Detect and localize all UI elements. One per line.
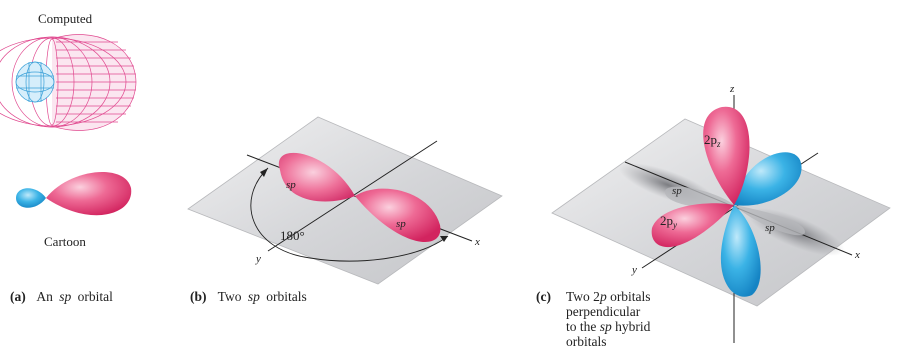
panel-c-sp-lobe-right xyxy=(734,205,805,236)
panel-c-blue-lobe-bottom xyxy=(720,205,761,297)
caption-a-pre: An xyxy=(36,289,53,304)
caption-c: (c) Two 2p orbitals perpendicular to the… xyxy=(536,289,651,349)
panel-c-2pz-sub: z xyxy=(716,139,721,149)
computed-wireframe xyxy=(0,34,137,131)
panel-b-sp-label-2: sp xyxy=(396,218,406,230)
caption-b-italic: sp xyxy=(248,289,260,304)
caption-c-line3: to the sp hybrid xyxy=(566,319,651,334)
panel-c-sp-label-2: sp xyxy=(765,222,775,234)
panel-c-2py-lobe xyxy=(651,203,734,248)
caption-a-letter: (a) xyxy=(10,289,26,304)
panel-b-y-label: y xyxy=(255,253,261,265)
caption-c-line1-post: orbitals xyxy=(607,289,651,304)
caption-c-letter: (c) xyxy=(536,289,551,304)
panel-c-sp-label-1: sp xyxy=(672,185,682,197)
caption-b: (b) Two sp orbitals xyxy=(190,289,307,304)
caption-a-post: orbital xyxy=(78,289,113,304)
panel-b-angle-label: 180° xyxy=(280,228,305,243)
computed-label: Computed xyxy=(38,11,93,26)
caption-c-line4: orbitals xyxy=(566,334,607,349)
caption-c-line1: Two 2p orbitals xyxy=(566,289,651,304)
caption-c-line1-pre: Two 2 xyxy=(566,289,600,304)
panel-b-arc-arrow-end xyxy=(440,236,448,242)
panel-b-angle-arc xyxy=(250,167,449,262)
caption-c-line3-post: hybrid xyxy=(612,319,651,334)
caption-a-italic: sp xyxy=(59,289,71,304)
panel-c-2pz-lobe xyxy=(703,106,750,205)
cartoon-big-lobe xyxy=(46,171,132,216)
panel-c-y-label: y xyxy=(631,264,637,276)
panel-c-2pz-label: 2pz xyxy=(704,132,721,149)
caption-c-line3-italic: sp xyxy=(600,319,612,334)
panel-c-z-label: z xyxy=(729,83,735,95)
panel-c-blue-lobe-right xyxy=(734,152,802,206)
caption-c-line2: perpendicular xyxy=(566,304,641,319)
caption-a: (a) An sp orbital xyxy=(10,289,113,304)
cartoon-sp-orbital xyxy=(16,171,132,216)
panel-c-2pz-main: 2p xyxy=(704,132,717,147)
panel-c-2py-sub: y xyxy=(672,220,677,230)
panel-b-sp-lobe-left xyxy=(278,152,355,202)
panel-b-sp-label-1: sp xyxy=(286,179,296,191)
panel-a: Computed xyxy=(0,11,137,304)
caption-b-pre: Two xyxy=(218,289,242,304)
computed-blue-lobe xyxy=(15,61,55,103)
caption-c-line3-pre: to the xyxy=(566,319,600,334)
caption-b-letter: (b) xyxy=(190,289,207,304)
panel-c-x-label: x xyxy=(854,249,860,261)
panel-b-sp-lobe-right xyxy=(355,188,441,243)
caption-b-post: orbitals xyxy=(266,289,307,304)
panel-b-arc-arrow-start xyxy=(260,168,268,177)
caption-c-line1-italic: p xyxy=(599,289,607,304)
panel-b: sp sp 180° x y (b) Two sp orbitals xyxy=(187,116,503,304)
computed-pink-lobe xyxy=(0,34,137,131)
cartoon-small-lobe xyxy=(16,188,46,208)
panel-c-2py-main: 2p xyxy=(660,213,673,228)
panel-c-2py-label: 2py xyxy=(660,213,677,230)
panel-c: z x y 2pz 2py sp sp (c) Two 2p orbitals … xyxy=(536,83,891,349)
cartoon-label: Cartoon xyxy=(44,234,86,249)
panel-c-sp-lobe-left xyxy=(665,186,734,208)
panel-b-x-label: x xyxy=(474,236,480,248)
